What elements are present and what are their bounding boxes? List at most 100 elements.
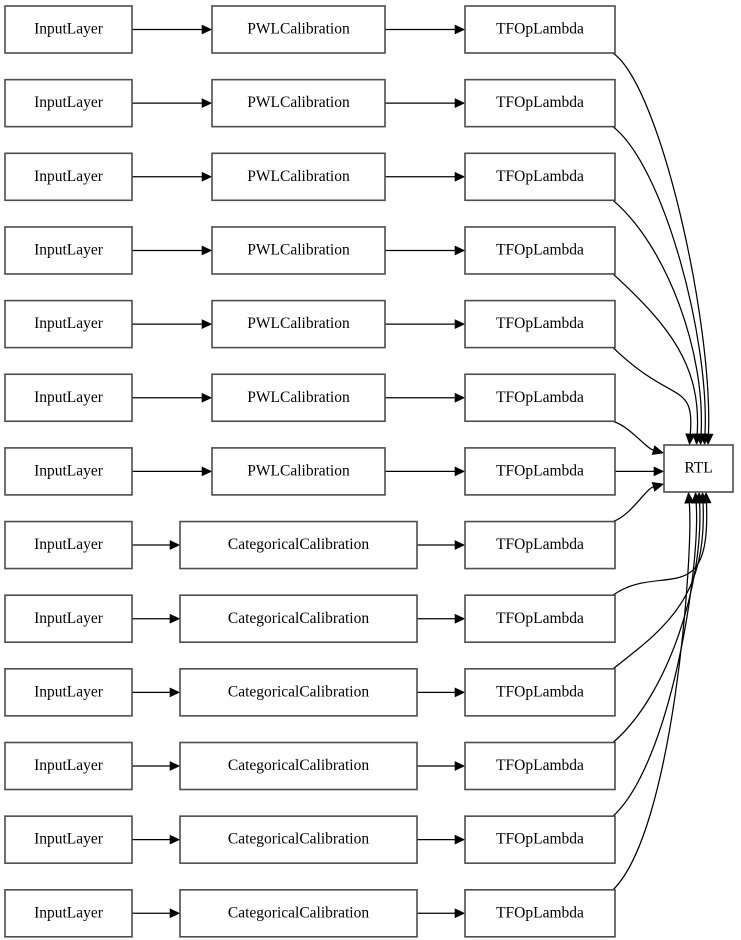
node-pwl-calibration-3[interactable]: PWLCalibration: [211, 152, 386, 202]
node-input-layer-13[interactable]: InputLayer: [4, 888, 133, 938]
edge-lambda-5-to-rtl-line: [612, 347, 692, 435]
node-input-layer-12-box[interactable]: [4, 815, 133, 864]
node-categorical-calibration-8-box[interactable]: [179, 520, 418, 570]
node-pwl-calibration-1-box[interactable]: [211, 5, 386, 54]
node-tfoplambda-4-label: TFOpLambda: [496, 242, 584, 259]
node-categorical-calibration-9-box[interactable]: [179, 594, 418, 644]
node-pwl-calibration-5-box[interactable]: [211, 299, 386, 349]
node-categorical-calibration-13[interactable]: CategoricalCalibration: [179, 888, 418, 938]
node-tfoplambda-5-box[interactable]: [464, 299, 616, 349]
node-tfoplambda-7-box[interactable]: [464, 447, 616, 496]
node-pwl-calibration-5[interactable]: PWLCalibration: [211, 299, 386, 349]
edge-input-8-to-calibration: [132, 540, 181, 550]
node-input-layer-8-box[interactable]: [4, 520, 133, 570]
node-input-layer-12[interactable]: InputLayer: [4, 815, 133, 864]
node-tfoplambda-13[interactable]: TFOpLambda: [464, 888, 616, 938]
edge-lambda-8-to-rtl-line: [612, 486, 654, 523]
node-categorical-calibration-13-box[interactable]: [179, 888, 418, 938]
edge-calibration-2-to-lambda: [385, 98, 466, 109]
node-input-layer-7-box[interactable]: [4, 447, 133, 496]
node-tfoplambda-13-box[interactable]: [464, 888, 616, 938]
node-tfoplambda-1[interactable]: TFOpLambda: [464, 5, 616, 54]
node-rtl-box[interactable]: [663, 444, 734, 493]
node-input-layer-7-label: InputLayer: [34, 462, 104, 479]
node-input-layer-2-box[interactable]: [4, 78, 133, 128]
node-input-layer-1-box[interactable]: [4, 5, 133, 54]
node-pwl-calibration-2-box[interactable]: [211, 78, 386, 128]
node-tfoplambda-3[interactable]: TFOpLambda: [464, 152, 616, 202]
node-tfoplambda-7[interactable]: TFOpLambda: [464, 447, 616, 496]
node-categorical-calibration-11[interactable]: CategoricalCalibration: [179, 741, 418, 791]
node-tfoplambda-4-box[interactable]: [464, 226, 616, 275]
node-tfoplambda-12[interactable]: TFOpLambda: [464, 815, 616, 864]
node-tfoplambda-8-box[interactable]: [464, 520, 616, 570]
edge-input-11-to-calibration: [132, 761, 181, 771]
node-pwl-calibration-4[interactable]: PWLCalibration: [211, 226, 386, 275]
node-input-layer-2[interactable]: InputLayer: [4, 78, 133, 128]
node-tfoplambda-9[interactable]: TFOpLambda: [464, 594, 616, 644]
node-tfoplambda-6-box[interactable]: [464, 373, 616, 423]
node-tfoplambda-2[interactable]: TFOpLambda: [464, 78, 616, 128]
node-input-layer-9-box[interactable]: [4, 594, 133, 644]
node-input-layer-6[interactable]: InputLayer: [4, 373, 133, 423]
node-input-layer-6-box[interactable]: [4, 373, 133, 423]
edge-calibration-9-to-lambda-arrowhead: [454, 613, 466, 624]
node-input-layer-13-box[interactable]: [4, 888, 133, 938]
node-input-layer-10[interactable]: InputLayer: [4, 668, 133, 717]
node-categorical-calibration-10-box[interactable]: [179, 668, 418, 717]
node-input-layer-1[interactable]: InputLayer: [4, 5, 133, 54]
node-categorical-calibration-8[interactable]: CategoricalCalibration: [179, 520, 418, 570]
node-pwl-calibration-2[interactable]: PWLCalibration: [211, 78, 386, 128]
node-pwl-calibration-3-box[interactable]: [211, 152, 386, 202]
node-rtl[interactable]: RTL: [663, 444, 734, 493]
node-input-layer-5-box[interactable]: [4, 299, 133, 349]
node-input-layer-10-box[interactable]: [4, 668, 133, 717]
node-tfoplambda-10[interactable]: TFOpLambda: [464, 668, 616, 717]
node-pwl-calibration-6-box[interactable]: [211, 373, 386, 423]
node-tfoplambda-1-box[interactable]: [464, 5, 616, 54]
node-pwl-calibration-7-box[interactable]: [211, 447, 386, 496]
node-pwl-calibration-1[interactable]: PWLCalibration: [211, 5, 386, 54]
node-categorical-calibration-12[interactable]: CategoricalCalibration: [179, 815, 418, 864]
node-tfoplambda-9-box[interactable]: [464, 594, 616, 644]
edge-input-2-to-calibration-arrowhead: [201, 98, 213, 109]
edge-calibration-6-to-lambda-arrowhead: [454, 392, 466, 403]
edge-input-6-to-calibration: [132, 392, 213, 403]
node-tfoplambda-8[interactable]: TFOpLambda: [464, 520, 616, 570]
node-tfoplambda-1-label: TFOpLambda: [496, 21, 584, 38]
node-pwl-calibration-4-box[interactable]: [211, 226, 386, 275]
node-tfoplambda-11-box[interactable]: [464, 741, 616, 791]
node-categorical-calibration-12-box[interactable]: [179, 815, 418, 864]
node-input-layer-8[interactable]: InputLayer: [4, 520, 133, 570]
node-input-layer-9[interactable]: InputLayer: [4, 594, 133, 644]
node-input-layer-7[interactable]: InputLayer: [4, 447, 133, 496]
node-input-layer-11-box[interactable]: [4, 741, 133, 791]
node-input-layer-5[interactable]: InputLayer: [4, 299, 133, 349]
node-tfoplambda-2-box[interactable]: [464, 78, 616, 128]
node-categorical-calibration-9[interactable]: CategoricalCalibration: [179, 594, 418, 644]
node-pwl-calibration-7[interactable]: PWLCalibration: [211, 447, 386, 496]
node-categorical-calibration-10[interactable]: CategoricalCalibration: [179, 668, 418, 717]
edge-lambda-4-to-rtl: [612, 273, 703, 446]
node-input-layer-2-label: InputLayer: [34, 94, 104, 111]
node-pwl-calibration-6[interactable]: PWLCalibration: [211, 373, 386, 423]
edge-calibration-1-to-lambda: [385, 24, 466, 35]
node-input-layer-9-label: InputLayer: [34, 610, 104, 627]
node-tfoplambda-6[interactable]: TFOpLambda: [464, 373, 616, 423]
node-categorical-calibration-11-box[interactable]: [179, 741, 418, 791]
node-input-layer-4-box[interactable]: [4, 226, 133, 275]
node-tfoplambda-12-box[interactable]: [464, 815, 616, 864]
node-input-layer-11[interactable]: InputLayer: [4, 741, 133, 791]
node-tfoplambda-6-label: TFOpLambda: [496, 389, 584, 406]
edge-lambda-6-to-rtl-arrowhead: [651, 445, 665, 455]
node-tfoplambda-4[interactable]: TFOpLambda: [464, 226, 616, 275]
node-tfoplambda-10-box[interactable]: [464, 668, 616, 717]
node-input-layer-3-box[interactable]: [4, 152, 133, 202]
node-tfoplambda-5[interactable]: TFOpLambda: [464, 299, 616, 349]
edge-calibration-10-to-lambda-arrowhead: [454, 687, 466, 698]
node-input-layer-8-label: InputLayer: [34, 536, 104, 553]
node-tfoplambda-3-box[interactable]: [464, 152, 616, 202]
node-input-layer-4[interactable]: InputLayer: [4, 226, 133, 275]
node-tfoplambda-11[interactable]: TFOpLambda: [464, 741, 616, 791]
node-input-layer-3[interactable]: InputLayer: [4, 152, 133, 202]
